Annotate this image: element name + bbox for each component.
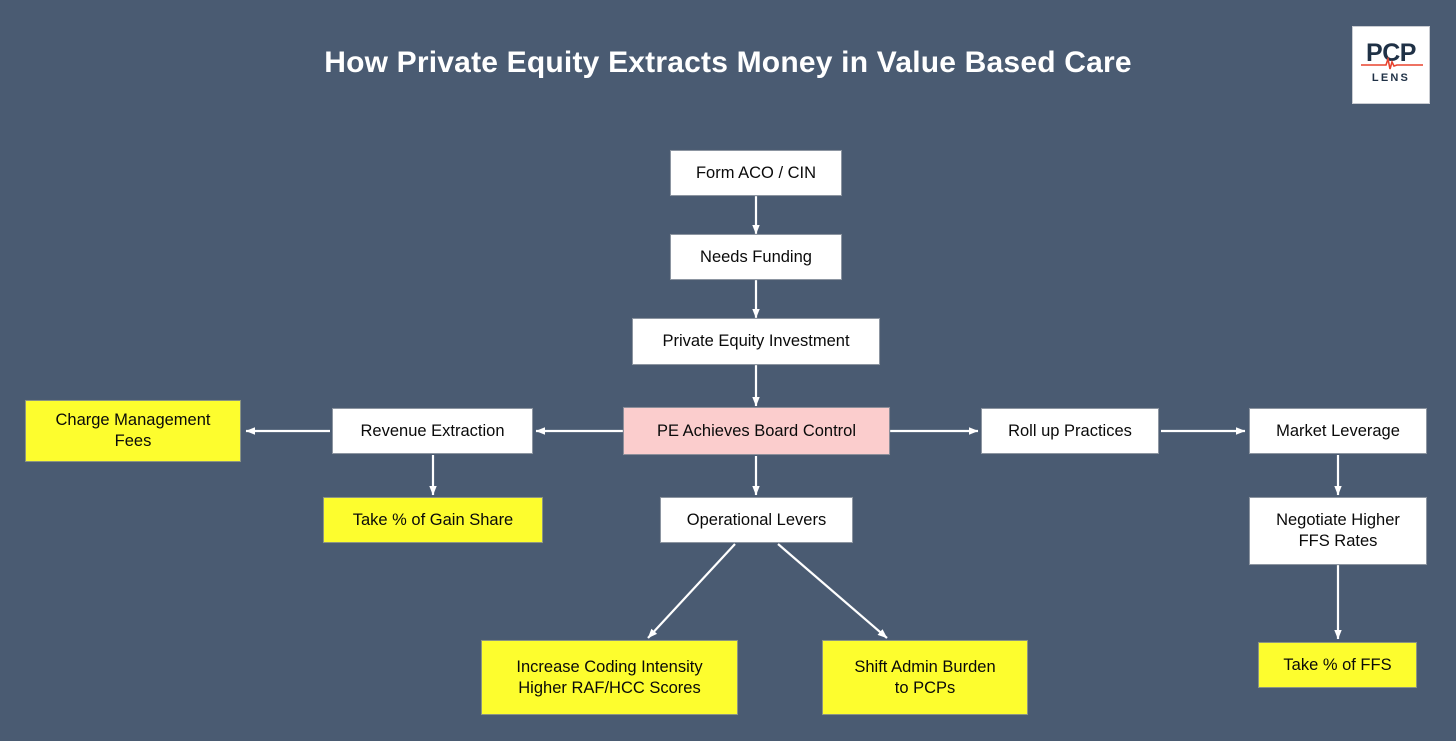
page-title: How Private Equity Extracts Money in Val… [324,46,1132,79]
node-label-line2: to PCPs [894,678,956,697]
logo-inner: PCP LENS [1353,27,1429,103]
node-label: Form ACO / CIN [695,163,817,182]
pcp-lens-logo[interactable]: PCP LENS [1352,26,1430,104]
node-label: Operational Levers [686,510,827,529]
node-revenue-extraction[interactable]: Revenue Extraction [332,408,533,454]
node-charge-management-fees[interactable]: Charge Management Fees [25,400,241,462]
node-label: Roll up Practices [1008,421,1132,440]
edge-operational-levers-to-shift-admin [777,543,888,639]
logo-secondary-text: LENS [1371,72,1411,84]
node-label: Revenue Extraction [360,421,505,440]
node-label-line1: Charge Management [55,411,211,430]
node-label: Take % of Gain Share [352,510,514,529]
node-label: PE Achieves Board Control [656,421,857,440]
logo-primary-text: PCP [1366,39,1416,67]
node-label: Needs Funding [700,247,812,266]
node-increase-coding-intensity[interactable]: Increase Coding Intensity Higher RAF/HCC… [481,640,738,715]
node-needs-funding[interactable]: Needs Funding [670,234,842,280]
node-negotiate-higher-ffs-rates[interactable]: Negotiate Higher FFS Rates [1249,497,1427,565]
node-label-line1: Shift Admin Burden [854,657,996,676]
node-label-line1: Negotiate Higher [1276,511,1400,530]
node-form-aco-cin[interactable]: Form ACO / CIN [670,150,842,196]
node-operational-levers[interactable]: Operational Levers [660,497,853,543]
node-label-line1: Increase Coding Intensity [516,657,703,676]
node-pe-achieves-board-control[interactable]: PE Achieves Board Control [623,407,890,455]
node-private-equity-investment[interactable]: Private Equity Investment [632,318,880,365]
node-take-percent-of-gain-share[interactable]: Take % of Gain Share [323,497,543,543]
edge-operational-levers-to-increase-coding [647,543,736,639]
node-label-line2: FFS Rates [1298,532,1378,550]
node-shift-admin-burden[interactable]: Shift Admin Burden to PCPs [822,640,1028,715]
node-label-line2: Higher RAF/HCC Scores [518,678,701,697]
node-label-line2: Fees [114,432,152,450]
node-label: Private Equity Investment [662,332,850,351]
node-label: Market Leverage [1276,421,1400,440]
ekg-heartbeat-icon [1361,57,1423,70]
node-roll-up-practices[interactable]: Roll up Practices [981,408,1159,454]
node-label: Take % of FFS [1283,655,1392,674]
node-market-leverage[interactable]: Market Leverage [1249,408,1427,454]
node-take-percent-of-ffs[interactable]: Take % of FFS [1258,642,1417,688]
